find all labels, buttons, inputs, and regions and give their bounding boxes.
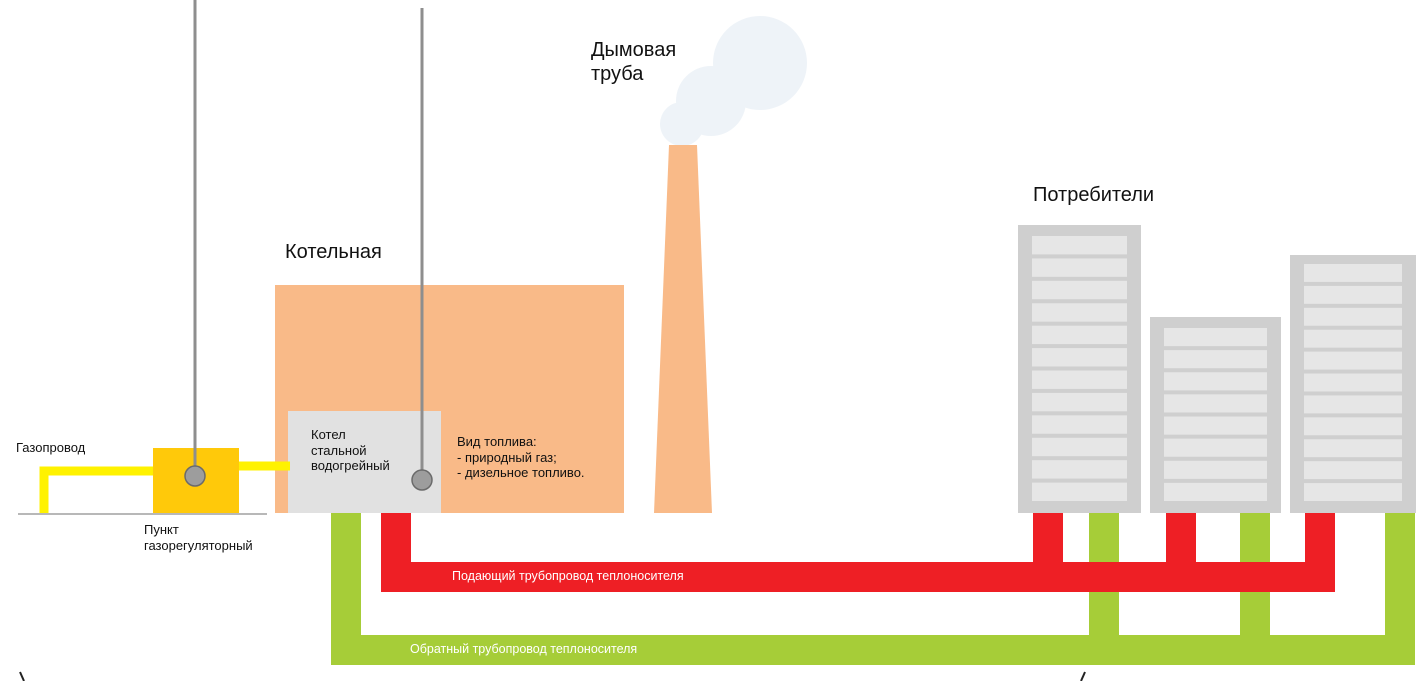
- consumer-buildings: [1018, 225, 1416, 513]
- building-window-strip: [1304, 395, 1402, 414]
- building-window-strip: [1164, 328, 1267, 347]
- marker-gas-point: [184, 465, 206, 487]
- building-window-strip: [1164, 438, 1267, 457]
- building-window-strip: [1032, 303, 1127, 322]
- building-window-strip: [1304, 351, 1402, 370]
- consumer-building-2: [1150, 317, 1281, 513]
- building-window-strip: [1304, 483, 1402, 501]
- building-window-strip: [1032, 236, 1127, 255]
- edge-fragment-left: [19, 671, 25, 681]
- chimney: [654, 145, 712, 513]
- return-pipe-main: [331, 513, 1415, 665]
- consumers-label: Потребители: [1033, 184, 1155, 206]
- fuel-type-label: Вид топлива: - природный газ; - дизельно…: [457, 434, 585, 481]
- building-window-strip: [1032, 415, 1127, 434]
- building-window-strip: [1032, 437, 1127, 457]
- chimney-label: Дымовая труба: [591, 39, 677, 85]
- building-window-strip: [1304, 439, 1402, 458]
- building-window-strip: [1164, 460, 1267, 479]
- gas-pipeline: [18, 448, 290, 515]
- edge-fragment-right: [1080, 671, 1086, 681]
- boiler-unit: [288, 411, 441, 513]
- building-window-strip: [1304, 329, 1402, 348]
- building-window-strip: [1032, 280, 1127, 300]
- gas-point-label: Пункт газорегуляторный: [144, 522, 253, 553]
- building-window-strip: [1304, 417, 1402, 436]
- supply-pipe-main: [381, 513, 1335, 592]
- smoke-clouds: [660, 16, 807, 146]
- building-window-strip: [1164, 372, 1267, 391]
- building-window-strip: [1164, 482, 1267, 501]
- building-window-strip: [1304, 264, 1402, 282]
- marker-boiler: [411, 469, 433, 491]
- smoke-cloud-small: [660, 102, 704, 146]
- boiler-label: Котел стальной водогрейный: [311, 427, 390, 474]
- building-window-strip: [1164, 394, 1267, 413]
- return-pipe-label: Обратный трубопровод теплоносителя: [410, 642, 638, 656]
- building-window-strip: [1032, 370, 1127, 389]
- building-window-strip: [1032, 392, 1127, 412]
- building-window-strip: [1304, 461, 1402, 480]
- gas-pipeline-label: Газопровод: [16, 440, 86, 455]
- building-window-strip: [1304, 373, 1402, 392]
- supply-pipe-label: Подающий трубопровод теплоносителя: [452, 569, 684, 583]
- building-window-strip: [1032, 325, 1127, 345]
- boiler-house-label: Котельная: [285, 241, 382, 263]
- building-window-strip: [1032, 348, 1127, 367]
- building-window-strip: [1164, 350, 1267, 369]
- building-window-strip: [1032, 258, 1127, 277]
- building-window-strip: [1304, 307, 1402, 326]
- pointer-lines: [184, 0, 433, 491]
- supply-pipe: [381, 513, 1335, 592]
- building-window-strip: [1032, 482, 1127, 501]
- gas-pipe-line: [39, 466, 160, 514]
- building-window-strip: [1164, 416, 1267, 435]
- building-window-strip: [1032, 460, 1127, 479]
- building-window-strip: [1304, 285, 1402, 304]
